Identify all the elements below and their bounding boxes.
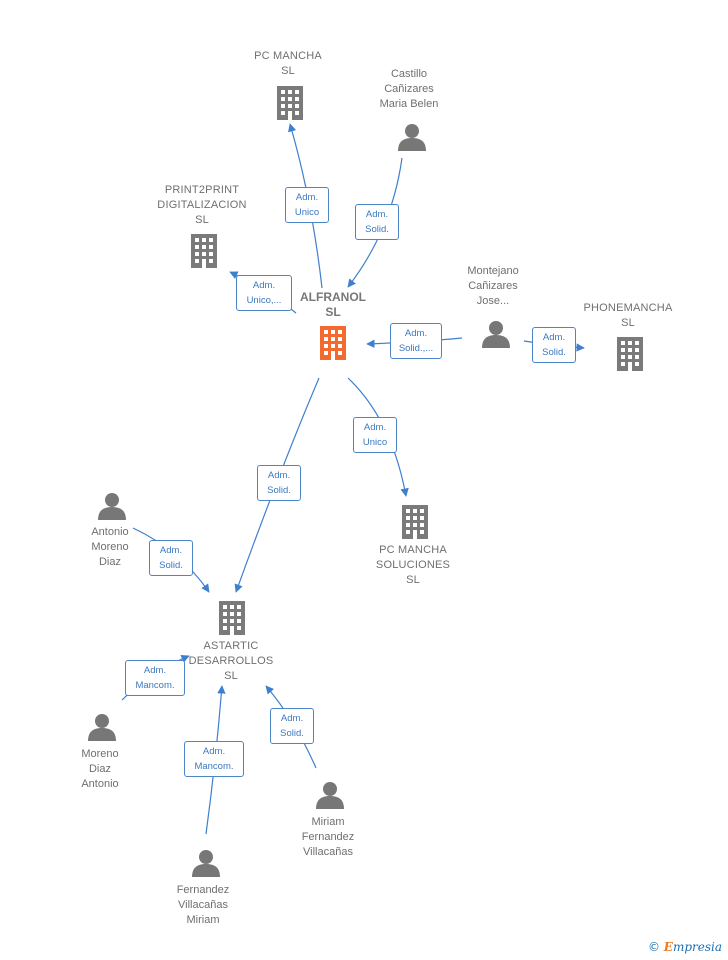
- edge-label-morenodiaz-astartic[interactable]: Adm. Mancom.: [125, 660, 185, 696]
- brand-initial: E: [663, 940, 673, 954]
- edge-label-alfranol-astartic[interactable]: Adm. Solid.: [257, 465, 301, 501]
- fernandez-person-icon[interactable]: [192, 850, 220, 877]
- copyright-icon: ©: [647, 940, 660, 954]
- montejano-label[interactable]: Montejano Cañizares Jose...: [467, 265, 519, 307]
- phonemancha-building-icon[interactable]: [617, 337, 643, 371]
- edge-label-antonio-astartic[interactable]: Adm. Solid.: [149, 540, 193, 576]
- moreno-diaz-label[interactable]: Moreno Diaz Antonio: [81, 748, 119, 790]
- print2print-building-icon[interactable]: [191, 234, 217, 268]
- miriam-label[interactable]: Miriam Fernandez Villacañas: [301, 816, 355, 858]
- miriam-person-icon[interactable]: [316, 782, 344, 809]
- pc-mancha-label[interactable]: PC MANCHA SL: [254, 50, 322, 77]
- fernandez-label[interactable]: Fernandez Villacañas Miriam: [176, 884, 230, 926]
- brand-name: mpresia: [672, 940, 722, 954]
- edge-label-alfranol-pcmancha[interactable]: Adm. Unico: [285, 187, 329, 223]
- empresia-logo: © Empresia: [648, 940, 722, 954]
- pc-mancha-soluciones-label[interactable]: PC MANCHA SOLUCIONES SL: [375, 544, 451, 586]
- antonio-moreno-person-icon[interactable]: [98, 493, 126, 520]
- castillo-person-icon[interactable]: [398, 124, 426, 151]
- pc-mancha-soluciones-building-icon[interactable]: [402, 505, 428, 539]
- edge-label-alfranol-print2print[interactable]: Adm. Unico,...: [236, 275, 292, 311]
- edge-label-alfranol-pcsoluciones[interactable]: Adm. Unico: [353, 417, 397, 453]
- astartic-label[interactable]: ASTARTIC DESARROLLOS SL: [188, 640, 274, 682]
- alfranol-label[interactable]: ALFRANOL SL: [300, 290, 366, 319]
- castillo-label[interactable]: Castillo Cañizares Maria Belen: [379, 68, 439, 110]
- edge-label-montejano-phonemancha[interactable]: Adm. Solid.: [532, 327, 576, 363]
- antonio-moreno-label[interactable]: Antonio Moreno Diaz: [91, 526, 129, 568]
- astartic-building-icon[interactable]: [219, 601, 245, 635]
- moreno-diaz-person-icon[interactable]: [88, 714, 116, 741]
- edge-label-fernandez-astartic[interactable]: Adm. Mancom.: [184, 741, 244, 777]
- alfranol-building-icon[interactable]: [320, 326, 346, 360]
- pc-mancha-building-icon[interactable]: [277, 86, 303, 120]
- edge-label-montejano-alfranol[interactable]: Adm. Solid.,...: [390, 323, 442, 359]
- edge-label-miriam-astartic[interactable]: Adm. Solid.: [270, 708, 314, 744]
- phonemancha-label[interactable]: PHONEMANCHA SL: [583, 302, 673, 329]
- edge-label-castillo-alfranol[interactable]: Adm. Solid.: [355, 204, 399, 240]
- print2print-label[interactable]: PRINT2PRINT DIGITALIZACION SL: [157, 184, 247, 226]
- montejano-person-icon[interactable]: [482, 321, 510, 348]
